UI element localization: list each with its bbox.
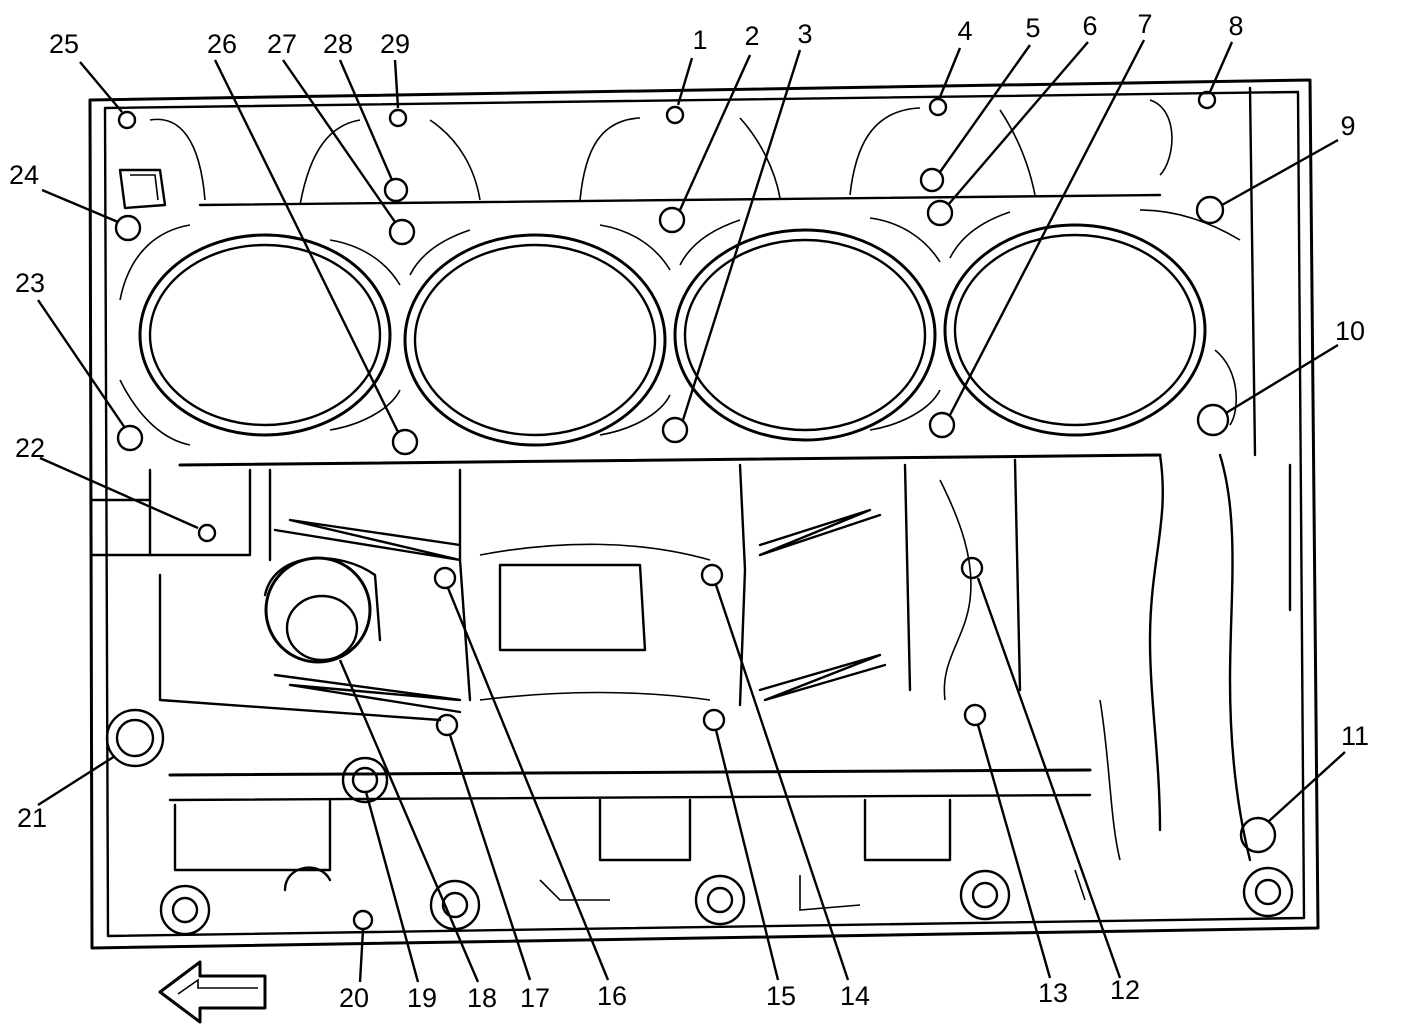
bolt-hole-9 <box>1195 195 1225 225</box>
bolt-hole-29 <box>388 108 408 128</box>
callout-9: 9 <box>1340 111 1355 141</box>
bolt-hole-21-inner <box>115 718 155 758</box>
bolt-hole-12 <box>960 556 984 580</box>
bolt-hole-24 <box>114 214 142 242</box>
callout-8: 8 <box>1228 11 1243 41</box>
callout-14: 14 <box>840 981 870 1011</box>
bolt-hole-25 <box>117 110 137 130</box>
bolt-hole-4 <box>928 97 948 117</box>
bolt-hole-26 <box>391 428 419 456</box>
bolt-hole-2 <box>658 206 686 234</box>
cylinder-bore-2 <box>329 229 667 447</box>
callout-20: 20 <box>339 983 369 1013</box>
bolt-hole-8 <box>1197 90 1217 110</box>
callout-11: 11 <box>1341 721 1369 751</box>
callout-19: 19 <box>407 983 437 1013</box>
callout-6: 6 <box>1082 11 1097 41</box>
callout-27: 27 <box>267 29 297 59</box>
cylinder-bore-4 <box>869 209 1241 437</box>
bolt-hole-20 <box>352 909 374 931</box>
callout-1: 1 <box>692 25 707 55</box>
bolt-hole-19-inner <box>351 766 379 794</box>
callout-28: 28 <box>323 29 353 59</box>
callout-5: 5 <box>1025 13 1040 43</box>
callout-10: 10 <box>1335 316 1365 346</box>
callout-18: 18 <box>467 983 497 1013</box>
bolt-holes <box>105 90 1277 931</box>
bolt-hole-19 <box>341 756 389 804</box>
callout-29: 29 <box>380 29 410 59</box>
leader-lines <box>37 39 1346 983</box>
callout-23: 23 <box>15 268 45 298</box>
bolt-hole-1 <box>665 105 685 125</box>
bolt-hole-5 <box>919 167 945 193</box>
callout-15: 15 <box>766 981 796 1011</box>
cylinder-bores <box>119 209 1241 447</box>
callout-24: 24 <box>9 160 39 190</box>
block-outline <box>88 78 1320 950</box>
bolt-hole-21 <box>105 708 165 768</box>
callout-25: 25 <box>49 29 79 59</box>
bolt-hole-14 <box>700 563 724 587</box>
callout-7: 7 <box>1137 9 1152 39</box>
callout-labels: 1 2 3 4 5 6 7 8 9 10 11 12 13 14 15 16 1… <box>9 9 1369 1013</box>
callout-3: 3 <box>797 19 812 49</box>
callout-12: 12 <box>1110 975 1140 1005</box>
crankcase-structure <box>90 453 1294 936</box>
bolt-hole-27 <box>388 218 416 246</box>
bolt-hole-7 <box>928 411 956 439</box>
callout-16: 16 <box>597 981 627 1011</box>
bolt-hole-15 <box>702 708 726 732</box>
callout-17: 17 <box>520 983 550 1013</box>
bolt-hole-6 <box>926 199 954 227</box>
bolt-hole-23 <box>116 424 144 452</box>
bolt-hole-3 <box>661 416 689 444</box>
cylinder-bore-1 <box>119 224 392 446</box>
bolt-hole-13 <box>963 703 987 727</box>
bolt-hole-17 <box>435 713 459 737</box>
callout-22: 22 <box>15 433 45 463</box>
callout-4: 4 <box>957 16 972 46</box>
bolt-hole-28 <box>383 177 409 203</box>
bolt-hole-22 <box>197 523 217 543</box>
bolt-hole-10 <box>1196 403 1230 437</box>
callout-21: 21 <box>17 803 47 833</box>
cylinder-bore-3 <box>599 219 937 442</box>
callout-13: 13 <box>1038 978 1068 1008</box>
callout-26: 26 <box>207 29 237 59</box>
arrow-left-icon <box>158 960 267 1024</box>
bolt-hole-11 <box>1239 816 1277 854</box>
callout-2: 2 <box>744 21 759 51</box>
bolt-hole-16 <box>433 566 457 590</box>
